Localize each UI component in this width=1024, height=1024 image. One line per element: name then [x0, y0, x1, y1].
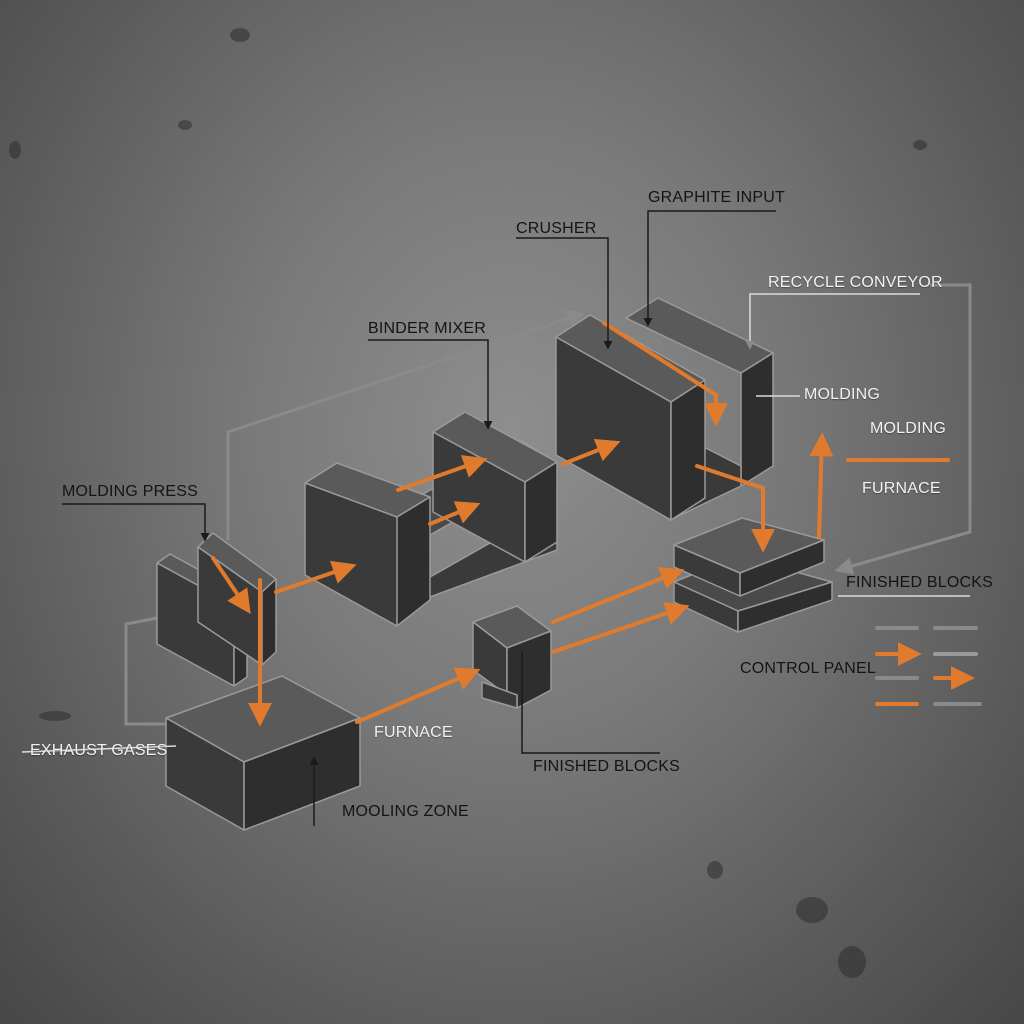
flow-arrow — [602, 321, 728, 427]
finished-blocks-box — [472, 605, 552, 709]
flow-arrow — [396, 455, 488, 492]
furnace-label: FURNACE — [374, 724, 453, 741]
flow-arrow — [695, 464, 775, 553]
orange-flow-arrows — [211, 321, 834, 727]
graphite-input-leader — [643, 210, 776, 327]
recycle-return-line — [834, 283, 972, 575]
exhaust-gases-leader — [21, 745, 177, 753]
recycle-conveyor-label: RECYCLE CONVEYOR — [768, 274, 943, 291]
legend-furnace-label: FURNACE — [862, 480, 941, 497]
crusher-label: CRUSHER — [516, 220, 597, 237]
molding-label: MOLDING — [804, 386, 881, 403]
graphite-input-label: GRAPHITE INPUT — [648, 189, 786, 206]
legend-molding-label: MOLDING — [870, 420, 947, 437]
molding-press-label: MOLDING PRESS — [62, 483, 198, 500]
recycle-conveyor-leader — [745, 293, 920, 350]
molding-press-leader — [62, 503, 210, 542]
exhaust-return-line — [124, 607, 182, 726]
finished-blocks-leader — [521, 652, 660, 754]
binder-mixer-leader — [368, 339, 493, 430]
furnace-block — [165, 675, 361, 831]
flow-arrow — [561, 438, 621, 466]
legend — [846, 458, 982, 706]
gray-conveyor-lines — [124, 283, 972, 726]
light-callout-lines — [21, 293, 970, 753]
binder-mixer-block — [304, 411, 558, 627]
flow-arrow — [809, 432, 834, 539]
flow-arrow — [211, 556, 251, 614]
finished-blocks-right-label: FINISHED BLOCKS — [846, 574, 994, 591]
exhaust-gases-label: EXHAUST GASES — [30, 742, 168, 759]
flow-arrow — [274, 560, 357, 594]
finished-blocks-stack — [673, 517, 833, 633]
concrete-stains — [9, 28, 927, 978]
flow-arrow — [355, 667, 481, 724]
binder-mixer-label: BINDER MIXER — [368, 320, 486, 337]
crusher-leader — [516, 237, 613, 350]
callout-lines — [62, 210, 776, 826]
crusher-block — [555, 297, 774, 521]
mooling-zone-label: MOOLING ZONE — [342, 803, 469, 820]
flow-arrow — [551, 601, 690, 654]
flow-arrow — [551, 567, 685, 624]
flow-arrow — [428, 501, 481, 526]
control-panel-label: CONTROL PANEL — [740, 660, 876, 677]
recycle-conveyor-line — [226, 310, 586, 540]
finished-blocks-bottom-label: FINISHED BLOCKS — [533, 758, 681, 775]
